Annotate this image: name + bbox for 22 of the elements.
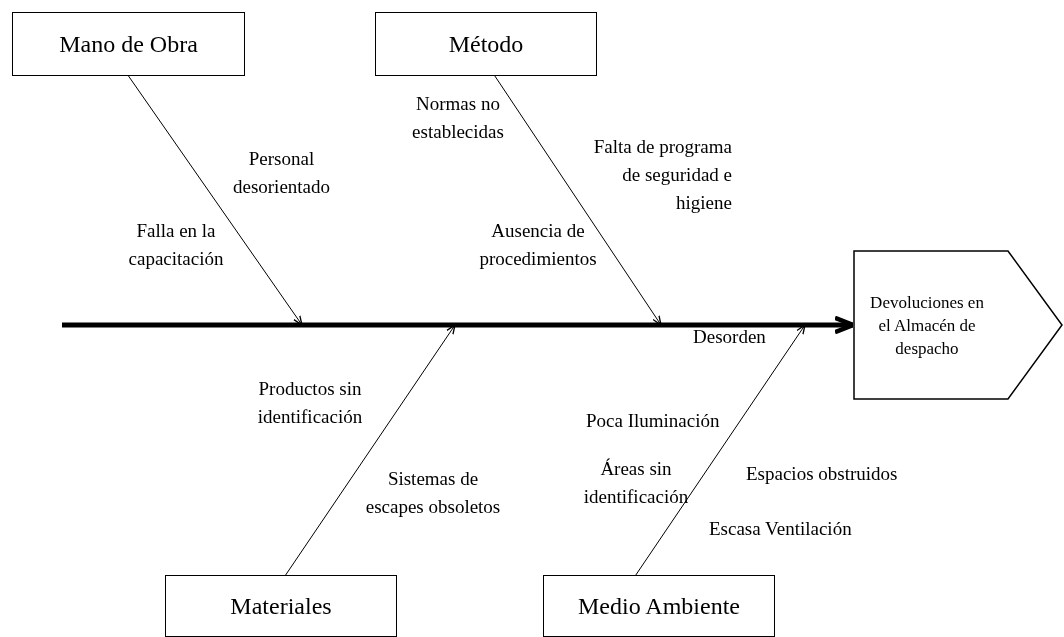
cause-label: Desorden [693,325,767,349]
effect-text: Devoluciones en el Almacén de despacho [869,291,985,360]
cause-arrow [494,75,662,326]
cause-label: Escasa Ventilación [709,517,853,541]
cause-label: Espacios obstruidos [746,462,899,486]
category-box: Materiales [165,575,397,637]
cause-arrow [128,75,303,326]
cause-label: Productos sin identificación [256,377,364,429]
cause-label: Falta de programa de seguridad e higiene [592,135,732,215]
cause-label: Normas no establecidas [411,92,505,144]
category-box: Mano de Obra [12,12,245,76]
cause-label: Personal desorientado [231,147,332,199]
cause-label: Sistemas de escapes obsoletos [364,467,502,519]
effect-pentagon [853,250,1063,400]
cause-label: Áreas sin identificación [582,457,690,509]
category-box: Medio Ambiente [543,575,775,637]
cause-arrow [285,324,456,576]
cause-arrow [635,324,806,576]
cause-label: Ausencia de procedimientos [478,219,598,271]
cause-label: Falla en la capacitación [127,219,225,271]
cause-label: Poca Iluminación [586,409,721,433]
category-box: Método [375,12,597,76]
